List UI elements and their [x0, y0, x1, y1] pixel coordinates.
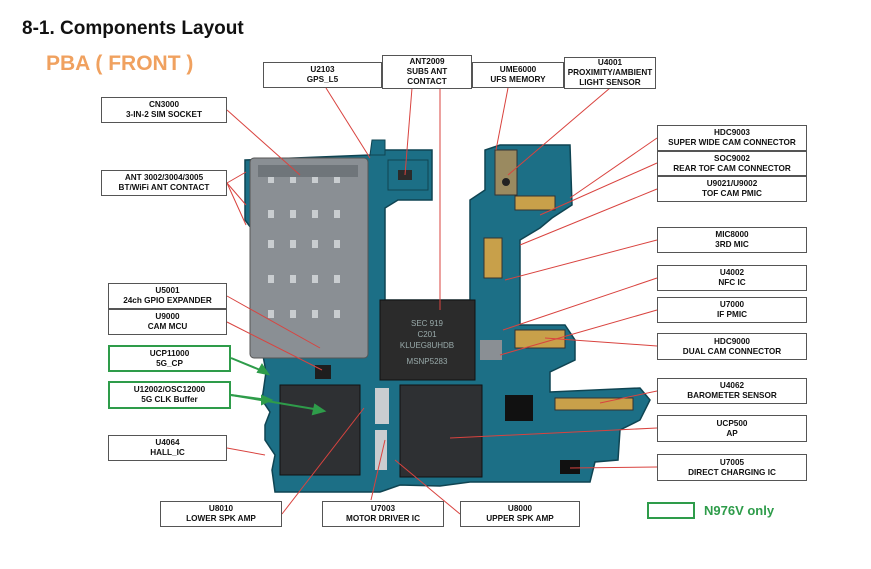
page-title: 8-1. Components Layout — [22, 18, 244, 39]
chip-marking-3: KLUEG8UHDB — [400, 341, 454, 350]
cp-shield — [279, 384, 361, 476]
page-subtitle: PBA ( FRONT ) — [46, 52, 194, 75]
legend-text: N976V only — [704, 503, 775, 518]
ap-shield — [379, 299, 476, 381]
chip-marking-2: C201 — [417, 330, 437, 339]
chip-marking-4: MSNP5283 — [407, 357, 448, 366]
legend-swatch — [647, 502, 695, 519]
chip-marking-1: SEC 919 — [411, 319, 444, 328]
sim-socket — [249, 157, 369, 359]
ap-package — [399, 384, 483, 478]
